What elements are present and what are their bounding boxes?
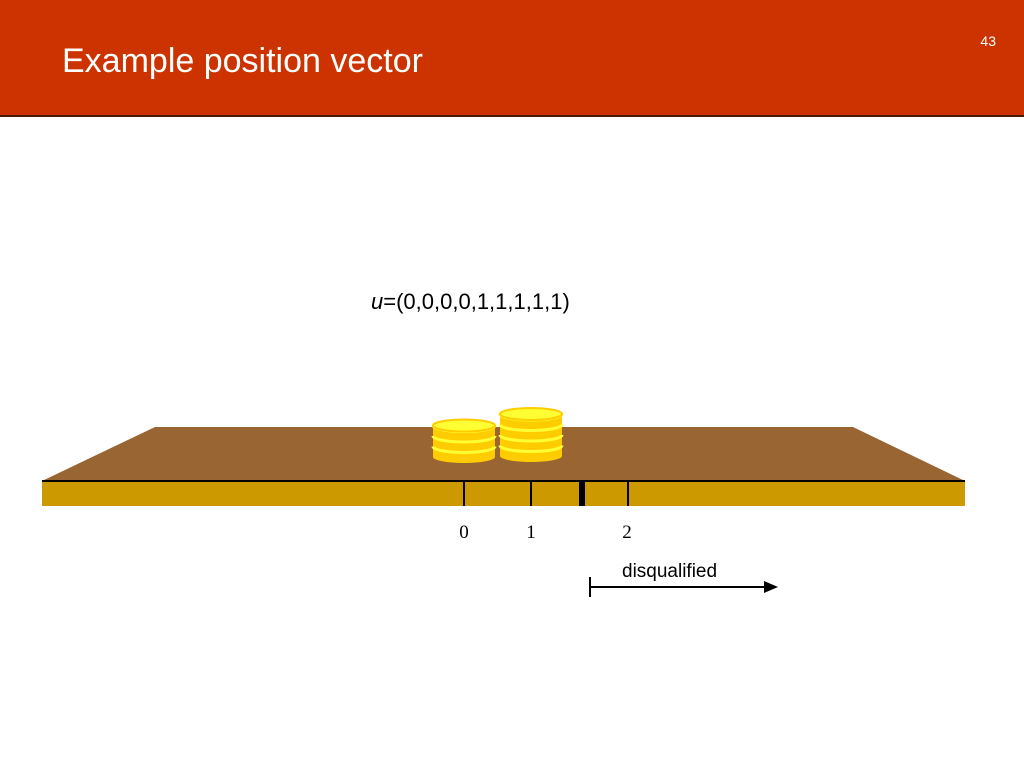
position-vector-formula: u=(0,0,0,0,1,1,1,1,1) [371, 289, 570, 315]
title-bar: Example position vector 43 [0, 0, 1024, 117]
coin-edge [431, 435, 497, 444]
table-front-edge [42, 481, 965, 506]
disqualified-arrow-head [764, 581, 778, 593]
vector-value: =(0,0,0,0,1,1,1,1,1) [383, 289, 570, 314]
coin-stack-body [433, 425, 495, 463]
coin-edge [498, 423, 564, 432]
coin-stack-1 [431, 418, 497, 463]
slide-title: Example position vector [62, 42, 423, 80]
coin-top [432, 418, 496, 433]
coin-edge [498, 444, 564, 453]
coin-stack-2 [498, 407, 564, 462]
tick-label-2: 2 [622, 522, 632, 543]
coin-top [499, 407, 563, 421]
coin-stacks [431, 407, 564, 463]
disqualified-label: disqualified [622, 561, 718, 582]
coin-edge [498, 434, 564, 443]
vector-variable: u [371, 289, 384, 314]
tick-label-1: 1 [526, 522, 536, 543]
tick-label-0: 0 [459, 522, 469, 543]
page-number: 43 [980, 33, 996, 49]
coin-edge [431, 445, 497, 454]
